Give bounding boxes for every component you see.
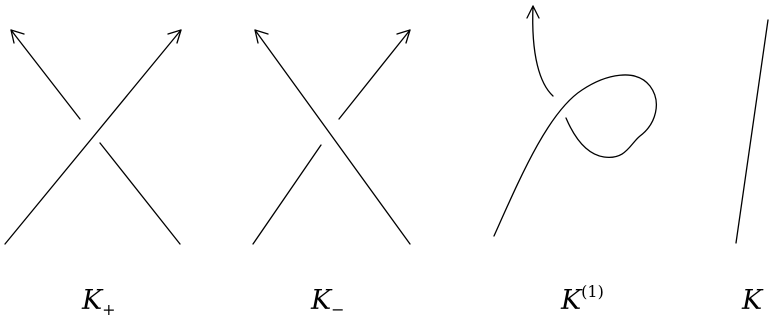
under-strand-lower	[99, 142, 181, 245]
arrow-up-right-icon	[167, 29, 182, 44]
label-k-zero: K	[742, 286, 762, 316]
exit-strand	[532, 5, 554, 97]
under-strand-upper	[10, 29, 81, 120]
label-base: K	[311, 285, 332, 316]
over-strand	[4, 29, 182, 245]
crossing-positive	[4, 29, 182, 245]
arrow-up-right-icon	[396, 29, 411, 44]
label-subscript: +	[102, 300, 116, 319]
kinked-strand	[493, 5, 657, 237]
arrow-up-left-icon	[254, 29, 269, 44]
plain-strand	[735, 19, 769, 244]
under-strand-lower	[252, 144, 322, 245]
label-superscript: (1)	[581, 282, 604, 301]
arrow-up-left-icon	[10, 29, 25, 44]
over-strand	[254, 29, 411, 245]
label-k-one: K(1)	[561, 284, 604, 316]
label-base: K	[561, 285, 582, 316]
label-subscript: −	[331, 300, 345, 319]
crossing-negative	[252, 29, 411, 245]
label-base: K	[82, 285, 103, 316]
label-k-minus: K−	[311, 285, 345, 319]
loop-strand	[493, 74, 657, 237]
straight-strand	[735, 19, 769, 244]
label-k-plus: K+	[82, 285, 116, 319]
arrow-up-icon	[526, 5, 540, 19]
label-base: K	[742, 285, 763, 316]
under-strand-upper	[338, 29, 411, 120]
